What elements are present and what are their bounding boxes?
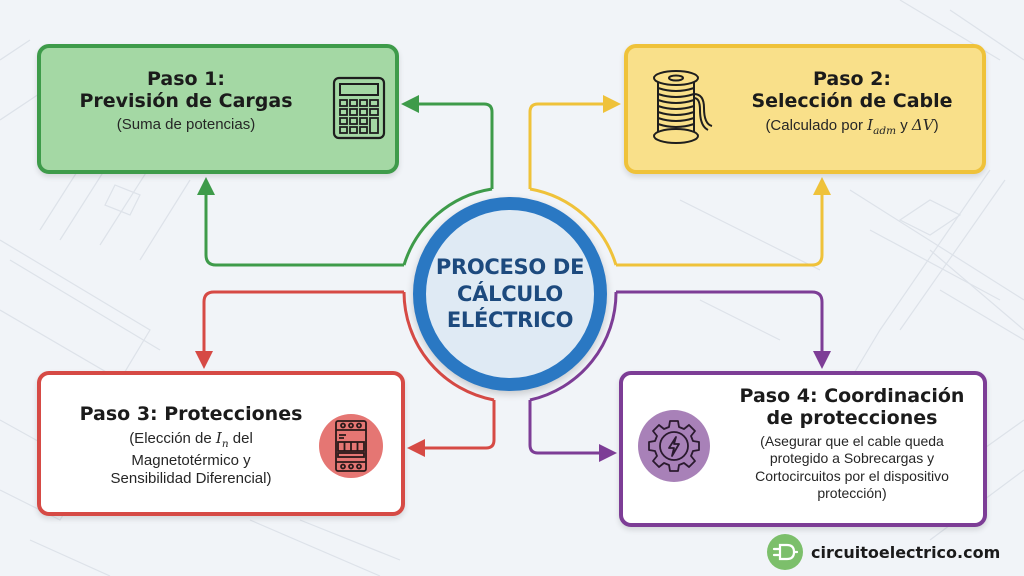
center-title-line2: CÁLCULO (457, 281, 563, 306)
plug-icon (767, 534, 803, 570)
circuit-breaker-icon (319, 414, 383, 478)
step-2-title-line2: Selección de Cable (751, 90, 953, 113)
gear-lightning-icon (638, 410, 710, 482)
step-4-subtitle-line4: protección) (817, 485, 887, 502)
center-title-line3: ELÉCTRICO (446, 308, 574, 333)
purple-connector (528, 290, 831, 462)
brand-text: circuitoelectrico.com (811, 542, 1001, 562)
step-2-subtitle-suffix: ) (933, 116, 939, 134)
center-process-circle: PROCESO DE CÁLCULO ELÉCTRICO (413, 197, 607, 391)
center-title-line1: PROCESO DE (435, 254, 585, 279)
step-2-var-i: I (867, 115, 874, 134)
yellow-connector (528, 95, 831, 267)
calculator-icon (332, 76, 386, 140)
step-1-title-line2: Previsión de Cargas (79, 90, 293, 113)
step-4-title-line1: Paso 4: Coordinación (739, 385, 965, 407)
brand-watermark: circuitoelectrico.com (767, 534, 1000, 570)
step-4-card: Paso 4: Coordinación de protecciones (As… (619, 371, 987, 527)
step-3-subtitle-prefix: (Elección de (129, 430, 216, 448)
step-2-var-sub: adm (873, 124, 897, 137)
step-2-card: Paso 2: Selección de Cable (Calculado po… (624, 44, 986, 174)
red-connector (195, 290, 496, 457)
step-2-subtitle-mid: y (896, 116, 912, 134)
step-3-var-i: I (215, 429, 222, 448)
step-4-subtitle-line1: (Asegurar que el cable queda (760, 432, 944, 449)
step-3-card: Paso 3: Protecciones (Elección de In del… (37, 371, 405, 516)
center-title: PROCESO DE CÁLCULO ELÉCTRICO (435, 254, 585, 335)
step-4-subtitle-line2: protegido a Sobrecargas y (769, 450, 935, 467)
step-4-title-line2: de protecciones (766, 407, 938, 430)
step-1-title-line1: Paso 1: (146, 68, 226, 90)
step-1-card: Paso 1: Previsión de Cargas (Suma de pot… (37, 44, 399, 174)
step-4-subtitle: (Asegurar que el cable queda protegido a… (719, 433, 985, 503)
step-3-subtitle-line3: Sensibilidad Diferencial) (110, 470, 272, 488)
cable-spool-icon (653, 70, 713, 144)
step-4-subtitle-line3: Cortocircuitos por el dispositivo (755, 467, 949, 484)
step-3-subtitle: (Elección de In del Magnetotérmico y Sen… (61, 429, 321, 489)
green-connector (197, 95, 494, 267)
step-3-subtitle-suffix: del (228, 430, 253, 448)
step-3-title: Paso 3: Protecciones (79, 403, 303, 425)
step-2-title-line1: Paso 2: (812, 68, 892, 90)
step-2-subtitle-prefix: (Calculado por (765, 116, 868, 134)
step-2-var-deltav: ΔV (911, 115, 934, 134)
step-3-subtitle-line2: Magnetotérmico y (131, 451, 251, 469)
step-2-subtitle: (Calculado por Iadm y ΔV) (718, 116, 986, 138)
step-1-subtitle: (Suma de potencias) (116, 115, 256, 133)
step-3-var-sub: n (221, 438, 229, 451)
